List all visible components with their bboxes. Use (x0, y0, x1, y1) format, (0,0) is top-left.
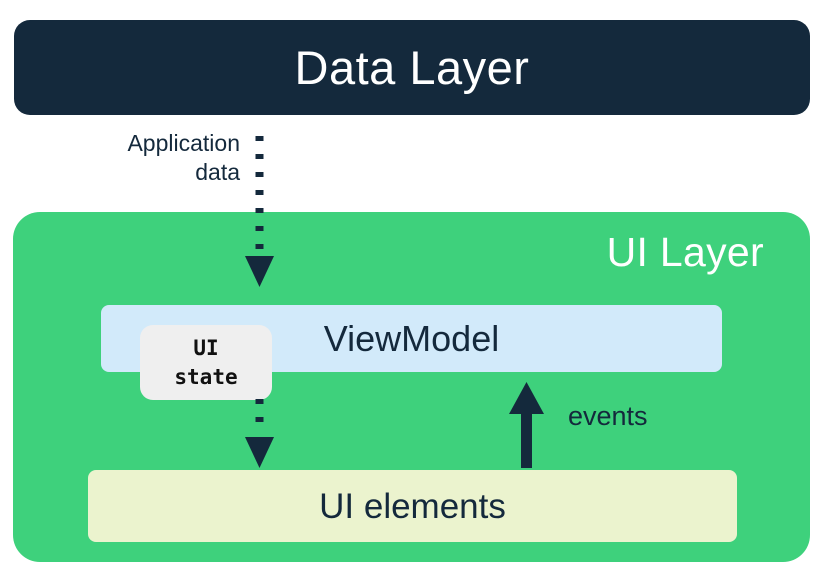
ui-elements-block: UI elements (88, 470, 737, 542)
ui-elements-label: UI elements (319, 486, 506, 526)
ui-state-label-line1: UI (193, 336, 219, 361)
ui-state-chip: UI state (140, 325, 272, 400)
ui-layer-title: UI Layer (606, 229, 764, 275)
events-label: events (568, 401, 648, 431)
ui-state-label-line2: state (174, 364, 238, 389)
data-layer-title: Data Layer (294, 41, 530, 94)
application-data-label: Application data (60, 129, 240, 188)
application-data-label-line2: data (195, 159, 240, 186)
application-data-label-line1: Application (127, 130, 240, 156)
data-layer-block: Data Layer (14, 20, 810, 115)
viewmodel-label: ViewModel (323, 317, 500, 359)
